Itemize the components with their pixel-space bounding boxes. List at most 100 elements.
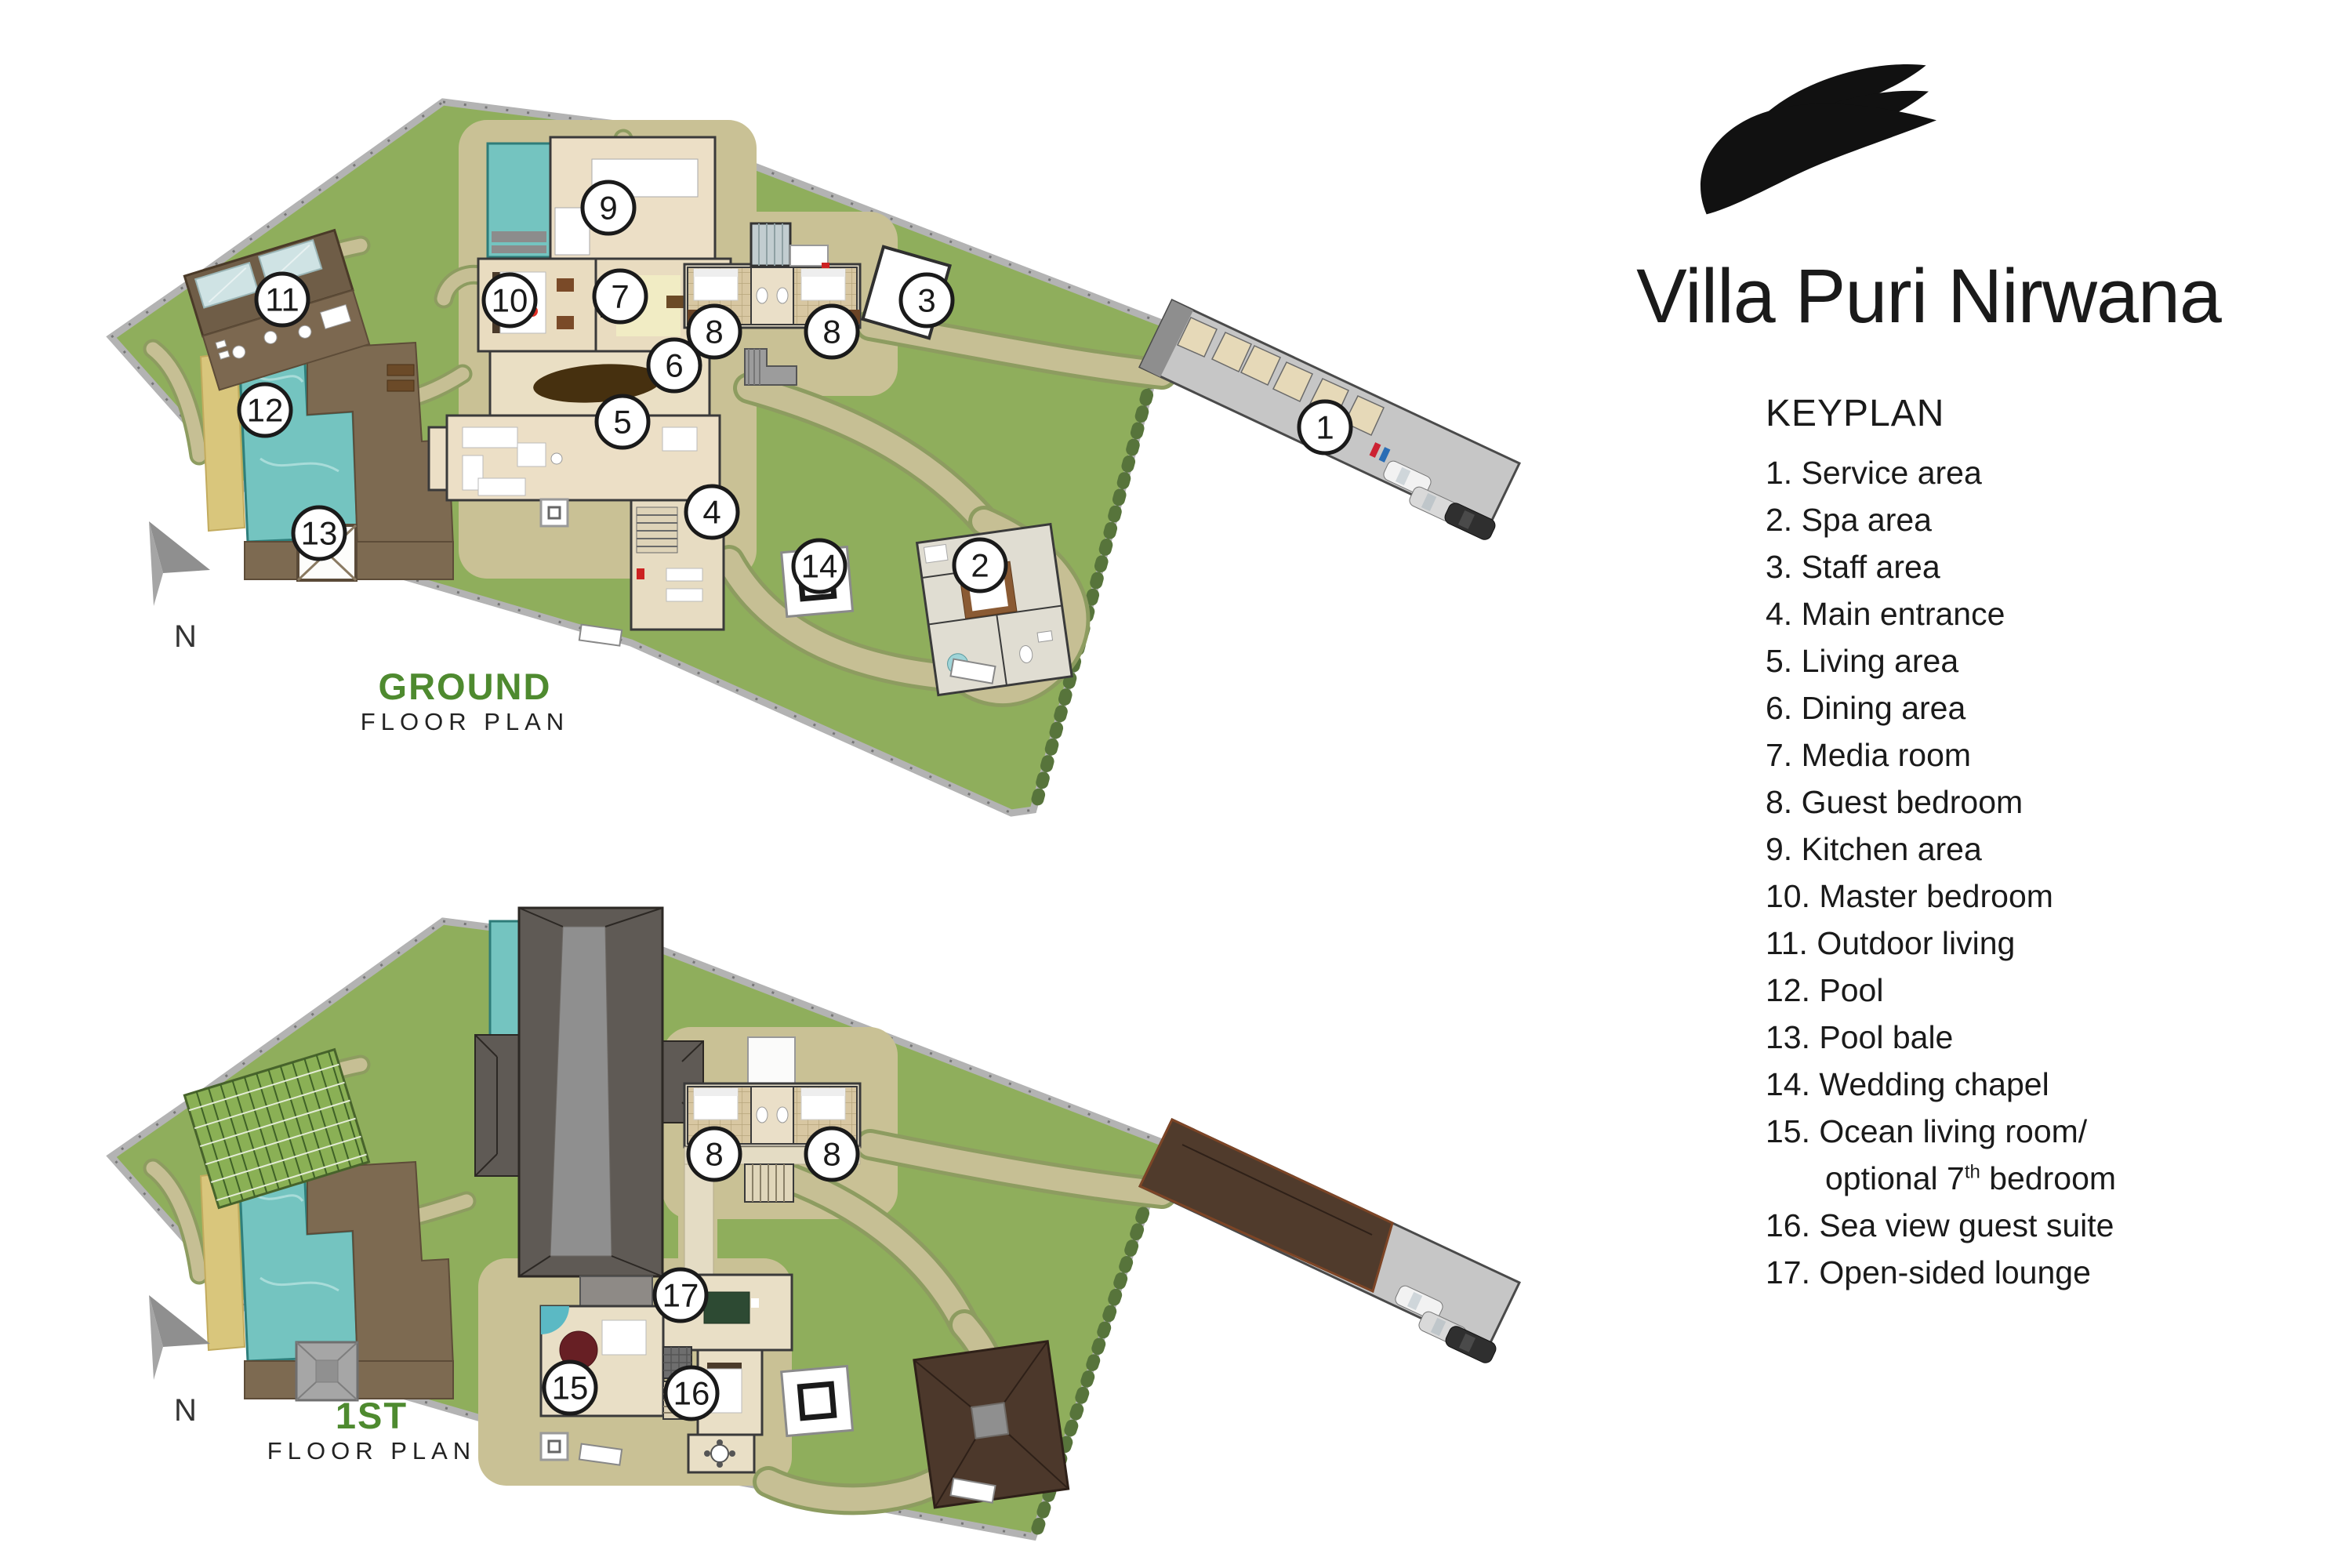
plan-marker-5: 5 [594,394,651,450]
planter [539,498,569,528]
floor-subtitle: FLOOR PLAN [360,708,570,735]
svg-text:8: 8 [822,1136,840,1173]
plan-marker-15: 15 [542,1359,598,1416]
plan-marker-16: 16 [663,1365,720,1421]
flat-roof [747,1036,796,1085]
plan-marker-17: 17 [652,1267,709,1323]
guest-pavilion [683,222,862,386]
svg-text:5: 5 [613,404,631,441]
keyplan-item-9: 9. Kitchen area [1766,831,1982,867]
plan-marker-14: 14 [791,538,848,594]
garden-bench [949,658,996,684]
car [1444,503,1496,540]
pergola [183,1047,371,1210]
plan-marker-8: 8 [686,303,742,360]
keyplan-item-12: 12. Pool [1766,972,1884,1008]
car [1395,1285,1443,1321]
entry-canopy [789,245,829,267]
svg-text:13: 13 [301,515,338,552]
svg-text:8: 8 [822,314,840,350]
svg-text:16: 16 [673,1375,710,1412]
svg-text:15: 15 [552,1370,589,1406]
svg-text:9: 9 [599,190,617,227]
keyplan-item-8: 8. Guest bedroom [1766,784,2024,820]
svg-text:6: 6 [665,347,683,384]
garden-bench [949,1477,996,1504]
keyplan-item-13: 13. Pool bale [1766,1019,1954,1055]
plan-marker-1: 1 [1297,399,1353,456]
plan-marker-3: 3 [898,272,955,328]
planter [539,1432,569,1461]
svg-text:8: 8 [705,314,723,350]
keyplan-item-14: 14. Wedding chapel [1766,1066,2049,1102]
ground-floor-label: GROUND FLOOR PLAN [361,665,569,736]
svg-text:4: 4 [702,494,720,531]
north-arrow: N [149,1295,210,1428]
plan-marker-7: 7 [592,268,648,325]
keyplan-heading: KEYPLAN [1766,393,1945,434]
svg-text:1: 1 [1316,409,1334,446]
keyplan-legend: KEYPLAN 1. Service area 2. Spa area 3. Sta… [1766,392,2275,1296]
svg-text:14: 14 [801,548,838,585]
first-floor-label: 1ST FLOOR PLAN [267,1394,476,1465]
service-building [1138,1118,1522,1363]
plan-marker-8: 8 [804,303,860,360]
svg-text:2: 2 [971,547,989,584]
north-arrow: N [149,521,210,654]
service-roof [1138,1118,1394,1294]
keyplan-item-3: 3. Staff area [1766,549,1940,585]
plan-marker-8: 8 [804,1126,860,1182]
villa-title: Villa Puri Nirwana [1636,253,2222,339]
garden-bench [578,1443,623,1466]
keyplan-item-2: 2. Spa area [1766,502,1932,538]
glass-entry [750,222,792,267]
pool-bale-roof [295,1341,359,1402]
keyplan-item-7: 7. Media room [1766,737,1972,773]
keyplan-item-4: 4. Main entrance [1766,596,2005,632]
north-label: N [174,1393,197,1428]
wedding-chapel [780,1364,855,1438]
spa-roof [913,1340,1070,1509]
triple-wave-logo-icon [1700,64,1936,215]
lap-pool [488,920,523,1040]
keyplan-item-11: 11. Outdoor living [1766,925,2016,961]
svg-text:11: 11 [265,281,299,318]
floor-title: 1ST [335,1395,408,1436]
svg-text:3: 3 [917,282,935,319]
north-label: N [174,619,197,654]
plan-marker-9: 9 [580,180,637,236]
dining-table [533,364,662,403]
skylight [970,1402,1010,1439]
svg-text:12: 12 [247,392,284,429]
keyplan-list: 1. Service area 2. Spa area 3. Staff area 4… [1766,449,2275,1296]
stairs [636,506,678,554]
main-roof [474,906,704,1313]
plan-marker-10: 10 [481,272,538,328]
keyplan-item-1: 1. Service area [1766,455,1982,491]
stair-structure [744,348,797,386]
plan-marker-13: 13 [291,505,347,561]
svg-text:10: 10 [492,282,528,319]
hedge-row [1030,322,1171,810]
keyplan-item-15: 15. Ocean living room/optional 7th bedro… [1766,1113,2117,1196]
plan-marker-11: 11 [254,271,310,328]
plan-marker-6: 6 [646,337,702,394]
stairs [744,1163,794,1203]
keyplan-item-6: 6. Dining area [1766,690,1966,726]
plan-marker-2: 2 [952,537,1008,593]
boundary-wall [106,98,1173,817]
keyplan-item-16: 16. Sea view guest suite [1766,1207,2114,1243]
floor-subtitle: FLOOR PLAN [267,1437,477,1465]
car [1445,1326,1497,1363]
keyplan-item-10: 10. Master bedroom [1766,878,2053,914]
floor-title: GROUND [378,666,552,707]
keyplan-item-17: 17. Open-sided lounge [1766,1254,2091,1290]
plunge-corner [541,1306,569,1334]
plan-marker-4: 4 [684,484,740,540]
pool-water-highlight [252,1192,339,1292]
